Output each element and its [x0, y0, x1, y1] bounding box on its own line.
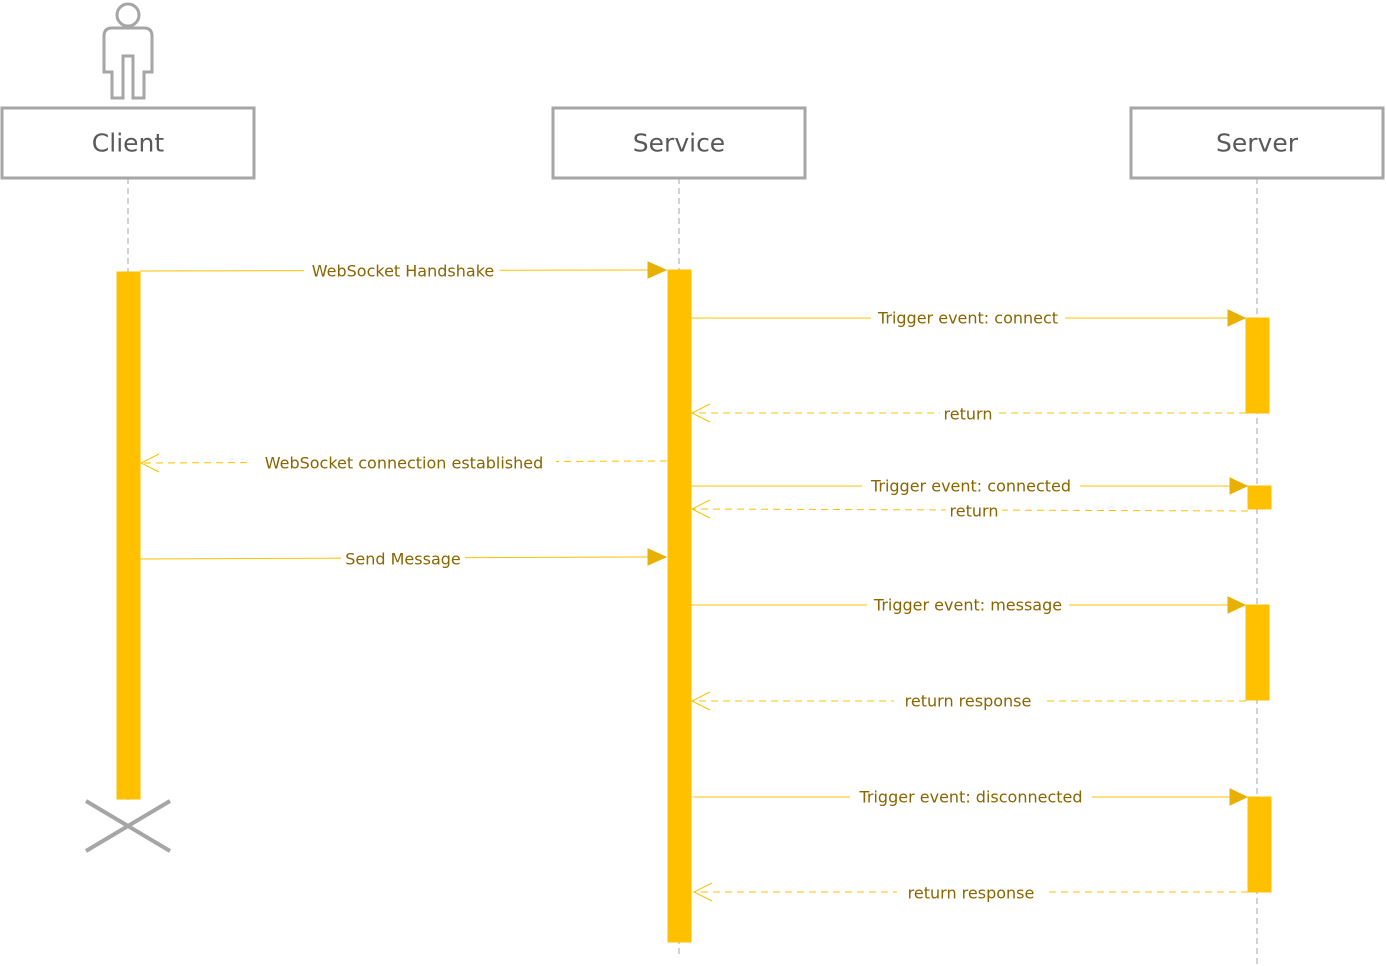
- arrowhead-filled-icon: [1229, 788, 1249, 806]
- participant-label-service: Service: [633, 129, 725, 158]
- message-label: WebSocket Handshake: [312, 262, 494, 281]
- participant-client: Client: [0, 106, 256, 180]
- message-label: Trigger event: connect: [877, 309, 1058, 328]
- message-label: return response: [905, 692, 1032, 711]
- message-label: Trigger event: connected: [870, 477, 1071, 496]
- arrowhead-open-icon: [690, 691, 711, 711]
- arrowhead-open-icon: [690, 403, 711, 423]
- participant-label-server: Server: [1216, 129, 1299, 158]
- activation-service: [667, 269, 692, 943]
- message-trigger-message: Trigger event: message: [691, 595, 1247, 615]
- activation-server-message: [1245, 604, 1270, 701]
- message-websocket-handshake: WebSocket Handshake: [139, 261, 668, 281]
- arrowhead-filled-icon: [647, 548, 668, 566]
- message-label: return response: [908, 884, 1035, 903]
- message-connection-established: WebSocket connection established: [139, 453, 668, 473]
- message-return-connect: return: [690, 403, 1246, 424]
- message-send-message: Send Message: [139, 548, 668, 569]
- participant-server: Server: [1129, 106, 1385, 180]
- activation-client: [116, 271, 141, 800]
- activation-server-disconnected: [1247, 796, 1272, 893]
- message-trigger-connect: Trigger event: connect: [691, 308, 1247, 328]
- participant-label-client: Client: [92, 129, 165, 158]
- arrowhead-open-icon: [692, 882, 713, 902]
- message-return-connected: return: [690, 499, 1249, 521]
- message-return-disconnected: return response: [692, 882, 1248, 903]
- arrowhead-open-icon: [690, 499, 711, 519]
- message-label: Trigger event: disconnected: [858, 788, 1082, 807]
- client-destroy-icon: [84, 799, 172, 853]
- message-return-message: return response: [690, 691, 1246, 711]
- message-label: WebSocket connection established: [265, 454, 544, 473]
- actor-icon: [102, 2, 154, 100]
- arrowhead-filled-icon: [647, 261, 668, 279]
- message-label: Send Message: [345, 550, 461, 569]
- activation-server-connected: [1247, 485, 1272, 510]
- message-label: return: [944, 405, 993, 424]
- message-label: Trigger event: message: [873, 596, 1062, 615]
- arrowhead-open-icon: [139, 453, 160, 473]
- message-trigger-connected: Trigger event: connected: [691, 476, 1249, 496]
- arrowhead-filled-icon: [1229, 477, 1249, 495]
- activation-server-connect: [1245, 317, 1270, 414]
- arrowhead-filled-icon: [1227, 596, 1247, 614]
- message-label: return: [950, 502, 999, 521]
- participant-service: Service: [551, 106, 807, 180]
- message-trigger-disconnected: Trigger event: disconnected: [693, 787, 1249, 807]
- arrowhead-filled-icon: [1227, 309, 1247, 327]
